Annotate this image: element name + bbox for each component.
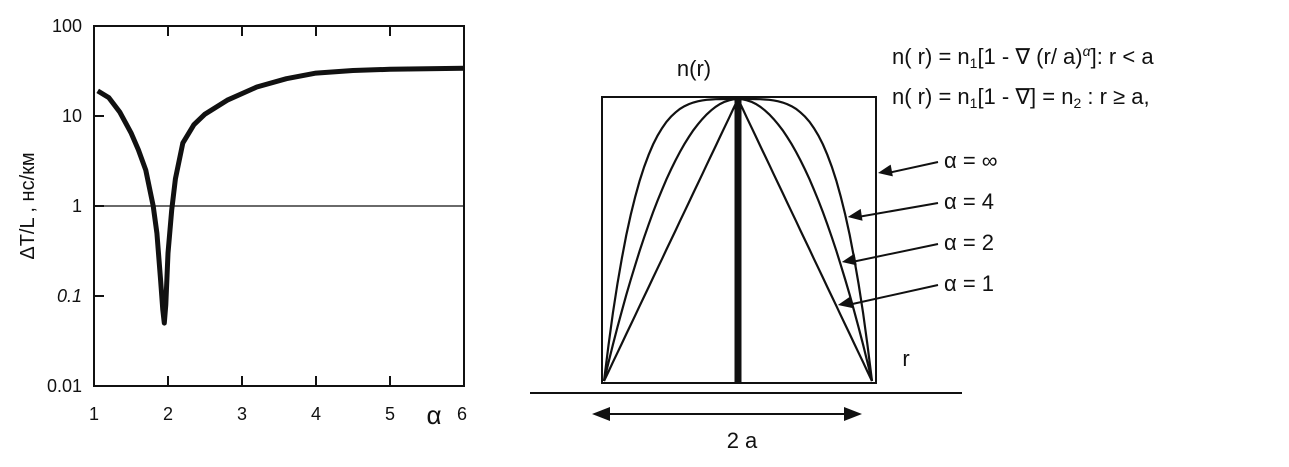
profile-curves bbox=[602, 96, 874, 382]
profile-label: α = ∞ bbox=[944, 148, 997, 173]
profile-labels: α = ∞ α = 4 α = 2 α = 1 bbox=[837, 148, 997, 309]
profile-curve-alpha-4 bbox=[602, 97, 874, 382]
profile-pointer-arrow bbox=[847, 284, 939, 306]
profile-pointer-arrowhead bbox=[878, 164, 893, 177]
x-tick-label: 6 bbox=[457, 404, 467, 424]
profile-pointer-arrow bbox=[857, 202, 939, 218]
x-axis-label: α bbox=[426, 400, 441, 430]
dispersion-chart: 0.01 0.1 1 10 100 1 2 3 4 5 6 ΔT/L , нс/км α bbox=[17, 16, 467, 430]
dispersion-curve bbox=[96, 65, 465, 326]
y-tick-label: 100 bbox=[52, 16, 82, 36]
x-tick-label: 2 bbox=[163, 404, 173, 424]
n-r-label: n(r) bbox=[677, 56, 711, 81]
width-arrow bbox=[592, 407, 862, 421]
profile-pointer-arrowhead bbox=[837, 296, 853, 309]
profile-label: α = 1 bbox=[944, 271, 994, 296]
y-tick-label: 10 bbox=[62, 106, 82, 126]
profile-label: α = 4 bbox=[944, 189, 994, 214]
x-tick-label: 5 bbox=[385, 404, 395, 424]
profile-pointer-arrow bbox=[851, 243, 939, 263]
r-label: r bbox=[902, 346, 909, 371]
profile-pointer-arrowhead bbox=[841, 253, 857, 266]
formula-line-1: n( r) = n1[1 - ∇ (r/ a)α]: r < a bbox=[892, 43, 1154, 71]
index-profile-diagram: α = ∞ α = 4 α = 2 α = 1 n(r) r 2 a bbox=[530, 56, 997, 453]
profile-label: α = 2 bbox=[944, 230, 994, 255]
x-tick-label: 3 bbox=[237, 404, 247, 424]
x-tick-label: 4 bbox=[311, 404, 321, 424]
x-axis-ticks: 1 2 3 4 5 6 bbox=[89, 26, 467, 424]
y-tick-label: 0.01 bbox=[47, 376, 82, 396]
y-axis-label: ΔT/L , нс/км bbox=[17, 152, 39, 259]
profile-pointer-arrowhead bbox=[847, 208, 863, 221]
y-axis-ticks: 0.01 0.1 1 10 100 bbox=[47, 16, 104, 396]
y-tick-label: 0.1 bbox=[57, 286, 82, 306]
width-label: 2 a bbox=[727, 428, 758, 453]
profile-pointer-arrow bbox=[887, 161, 939, 174]
formula-line-2: n( r) = n1[1 - ∇] = n2 : r ≥ a, bbox=[892, 84, 1150, 111]
y-tick-label: 1 bbox=[72, 196, 82, 216]
x-tick-label: 1 bbox=[89, 404, 99, 424]
